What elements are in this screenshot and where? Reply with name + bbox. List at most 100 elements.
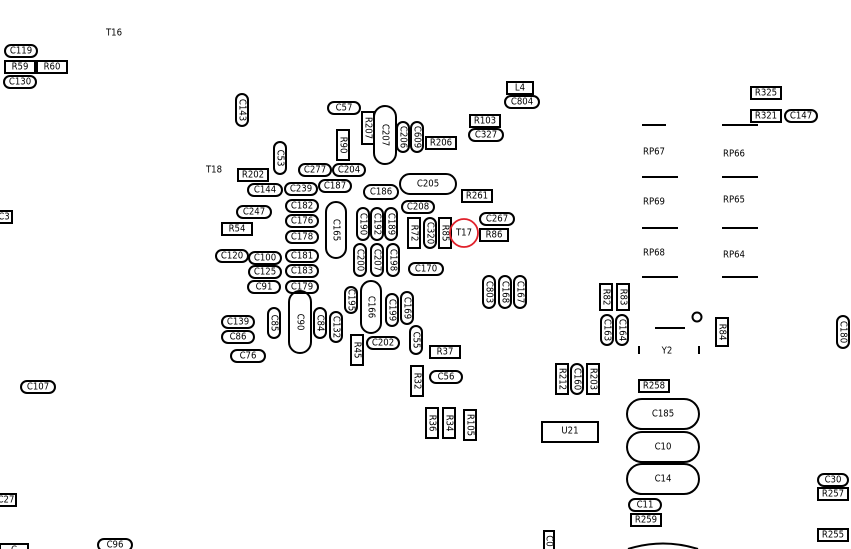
resistor-r54: R54 — [221, 222, 253, 236]
component-outline — [498, 275, 512, 309]
component-label: R54 — [229, 224, 246, 235]
component-outline — [616, 283, 630, 311]
resistor-r83: R83 — [616, 283, 630, 311]
capacitor-c207: C207 — [370, 243, 384, 277]
component-label: C11 — [637, 500, 654, 511]
component-label: R32 — [412, 373, 423, 390]
component-label: C130 — [9, 77, 31, 88]
component-outline — [288, 290, 312, 354]
capacitor-c56: C56 — [429, 370, 463, 384]
component-label: C327 — [475, 130, 497, 141]
component-label: C198 — [388, 249, 399, 271]
resistor-r59: R59 — [4, 60, 36, 74]
component-outline — [350, 334, 364, 366]
component-outline — [366, 336, 400, 350]
testpoint-t18-label: T18 — [205, 165, 222, 176]
component-label: C160 — [572, 368, 583, 390]
resistor-r45: R45 — [350, 334, 364, 366]
component-outline — [469, 114, 501, 128]
capacitor-c200: C200 — [353, 243, 367, 277]
resistor-r212: R212 — [555, 363, 569, 395]
component-outline — [409, 325, 423, 355]
component-outline — [442, 407, 456, 439]
capacitor-c170: C170 — [408, 262, 444, 276]
component-outline — [284, 182, 318, 196]
capacitor-c187: C187 — [318, 179, 352, 193]
resistor-r36: R36 — [425, 407, 439, 439]
component-outline — [97, 538, 133, 549]
component-label: C120 — [221, 251, 243, 262]
component-label: C166 — [366, 296, 377, 318]
component-label: C204 — [338, 165, 360, 176]
capacitor-c205: C205 — [399, 173, 457, 195]
component-outline — [384, 207, 398, 241]
component-outline — [267, 307, 281, 339]
component-label: C165 — [331, 219, 342, 241]
capacitor-c181: C181 — [285, 249, 319, 263]
capacitor-c803: C803 — [482, 275, 496, 309]
capacitor-c132: C132 — [329, 311, 343, 343]
resistor-r206: R206 — [425, 136, 457, 150]
capacitor-c189: C189 — [384, 207, 398, 241]
component-outline — [235, 93, 249, 127]
capacitor-c0: C0 — [543, 530, 555, 549]
capacitor-c147: C147 — [784, 109, 818, 123]
capacitor-c168: C168 — [498, 275, 512, 309]
capacitor-c206: C206 — [396, 121, 410, 153]
capacitor-c76: C76 — [230, 349, 266, 363]
component-label: C187 — [324, 181, 346, 192]
component-outline — [285, 199, 319, 213]
component-outline — [570, 363, 584, 395]
component-outline — [543, 530, 555, 549]
capacitor-c11: C11 — [628, 498, 662, 512]
component-label: R321 — [755, 111, 777, 122]
capacitor-c198: C198 — [386, 243, 400, 277]
component-label: R85 — [440, 225, 451, 242]
resistor-r86: R86 — [479, 228, 509, 242]
component-label: R59 — [12, 62, 29, 73]
component-label: C119 — [10, 46, 32, 57]
component-label: C168 — [500, 281, 511, 303]
rp-label: RP65 — [723, 195, 745, 206]
capacitor-c14: C14 — [626, 463, 700, 495]
component-outline — [3, 75, 37, 89]
component-label: R36 — [427, 415, 438, 432]
component-outline — [817, 473, 849, 487]
component-outline — [318, 179, 352, 193]
capacitor-c609: C609 — [410, 121, 424, 153]
capacitor-c185: C185 — [626, 398, 700, 430]
capacitor-c57: C57 — [327, 101, 361, 115]
component-label: C144 — [254, 185, 276, 196]
capacitor-c202: C202 — [366, 336, 400, 350]
component-outline — [817, 528, 849, 542]
component-label: C85 — [269, 315, 280, 332]
component-outline — [482, 275, 496, 309]
component-label: C247 — [243, 207, 265, 218]
component-label: C178 — [291, 232, 313, 243]
component-label: R257 — [822, 489, 844, 500]
component-outline — [626, 431, 700, 463]
component-outline — [4, 44, 38, 58]
component-outline — [298, 163, 332, 177]
component-label: C176 — [291, 216, 313, 227]
component-label: C107 — [27, 382, 49, 393]
component-label: C132 — [331, 316, 342, 338]
component-outline — [247, 183, 283, 197]
component-label: L4 — [515, 83, 525, 94]
component-label: R45 — [352, 342, 363, 359]
component-label: C190 — [358, 213, 369, 235]
capacitor-c160: C160 — [570, 363, 584, 395]
component-label: C14 — [655, 474, 672, 485]
component-label: C167 — [515, 281, 526, 303]
component-outline — [386, 243, 400, 277]
capacitor-c119: C119 — [4, 44, 38, 58]
component-outline — [327, 101, 361, 115]
component-label: C183 — [291, 266, 313, 277]
component-label: R84 — [717, 324, 728, 341]
capacitor-c143: C143 — [235, 93, 249, 127]
component-label: C206 — [398, 126, 409, 148]
component-label: C56 — [438, 372, 455, 383]
capacitor-c86: C86 — [221, 330, 255, 344]
ic-label: U21 — [561, 426, 578, 437]
